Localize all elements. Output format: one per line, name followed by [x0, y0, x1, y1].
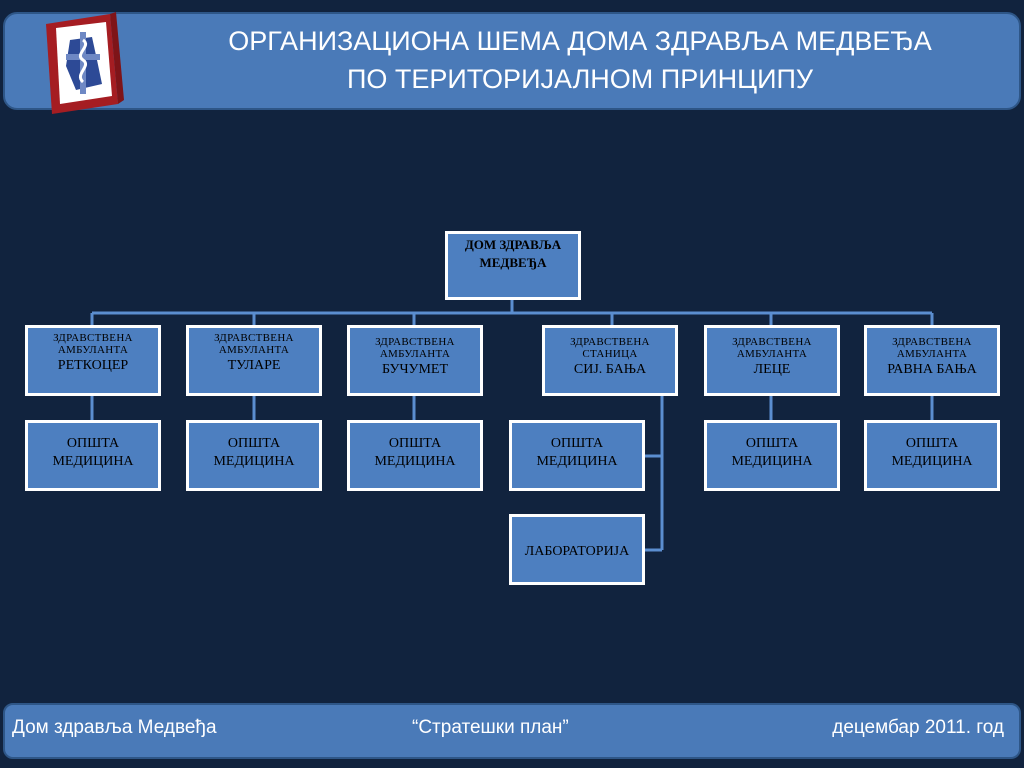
unit-type-line-1: ЗДРАВСТВЕНА	[732, 336, 812, 348]
footer-center-text: “Стратешки план”	[412, 717, 569, 738]
page-title: ОРГАНИЗАЦИОНА ШЕМА ДОМА ЗДРАВЉА МЕДВЕЂА …	[150, 22, 1010, 98]
root-line-1: ДОМ ЗДРАВЉА	[464, 237, 562, 252]
unit-box-buchumet: ЗДРАВСТВЕНА АМБУЛАНТА БУЧУМЕТ	[347, 325, 483, 396]
leaf-label: ОПШТА МЕДИЦИНА	[374, 436, 456, 469]
leaf-label: ОПШТА МЕДИЦИНА	[52, 436, 134, 469]
unit-box-tulare: ЗДРАВСТВЕНА АМБУЛАНТА ТУЛАРЕ	[186, 325, 322, 396]
title-banner	[3, 12, 1021, 110]
leaf-box-general-medicine-retkocer: ОПШТА МЕДИЦИНА	[25, 420, 161, 491]
leaf-box-general-medicine-buchumet: ОПШТА МЕДИЦИНА	[347, 420, 483, 491]
unit-box-sij-banja: ЗДРАВСТВЕНА СТАНИЦА СИЈ. БАЊА	[542, 325, 678, 396]
leaf-label: ЛАБОРАТОРИЈА	[524, 544, 630, 559]
unit-name: РАВНА БАЊА	[887, 362, 977, 377]
unit-type-line-2: АМБУЛАНТА	[736, 348, 808, 360]
unit-name: СИЈ. БАЊА	[573, 362, 647, 377]
unit-type-line-2: АМБУЛАНТА	[379, 348, 451, 360]
leaf-box-general-medicine-sij-banja: ОПШТА МЕДИЦИНА	[509, 420, 645, 491]
unit-type-line-1: ЗДРАВСТВЕНА	[53, 332, 133, 344]
unit-type-line-2: СТАНИЦА	[582, 348, 638, 360]
leaf-box-laboratory: ЛАБОРАТОРИЈА	[509, 514, 645, 585]
unit-name: РЕТКОЦЕР	[57, 358, 129, 373]
unit-box-ravna-banja: ЗДРАВСТВЕНА АМБУЛАНТА РАВНА БАЊА	[864, 325, 1000, 396]
leaf-label: ОПШТА МЕДИЦИНА	[891, 436, 973, 469]
footer-left-text: Дом здравља Медвеђа	[12, 717, 217, 738]
leaf-box-general-medicine-ravna-banja: ОПШТА МЕДИЦИНА	[864, 420, 1000, 491]
unit-type-line-1: ЗДРАВСТВЕНА	[892, 336, 972, 348]
unit-name: БУЧУМЕТ	[381, 362, 449, 377]
unit-name: ЛЕЦЕ	[753, 362, 791, 377]
unit-box-retkocer: ЗДРАВСТВЕНА АМБУЛАНТА РЕТКОЦЕР	[25, 325, 161, 396]
leaf-box-general-medicine-tulare: ОПШТА МЕДИЦИНА	[186, 420, 322, 491]
leaf-box-general-medicine-lece: ОПШТА МЕДИЦИНА	[704, 420, 840, 491]
leaf-label: ОПШТА МЕДИЦИНА	[536, 436, 618, 469]
unit-name: ТУЛАРЕ	[227, 358, 281, 373]
unit-type-line-1: ЗДРАВСТВЕНА	[214, 332, 294, 344]
title-line-2: ПО ТЕРИТОРИЈАЛНОМ ПРИНЦИПУ	[346, 64, 814, 94]
unit-type-line-2: АМБУЛАНТА	[896, 348, 968, 360]
root-box: ДОМ ЗДРАВЉА МЕДВЕЂА	[445, 231, 581, 300]
title-line-1: ОРГАНИЗАЦИОНА ШЕМА ДОМА ЗДРАВЉА МЕДВЕЂА	[228, 26, 932, 56]
leaf-label: ОПШТА МЕДИЦИНА	[731, 436, 813, 469]
footer-bar	[3, 703, 1021, 759]
unit-type-line-1: ЗДРАВСТВЕНА	[375, 336, 455, 348]
unit-type-line-2: АМБУЛАНТА	[57, 344, 129, 356]
leaf-label: ОПШТА МЕДИЦИНА	[213, 436, 295, 469]
footer-right-text: децембар 2011. год	[832, 717, 1004, 738]
unit-type-line-1: ЗДРАВСТВЕНА	[570, 336, 650, 348]
root-line-2: МЕДВЕЂА	[479, 255, 547, 270]
unit-box-lece: ЗДРАВСТВЕНА АМБУЛАНТА ЛЕЦЕ	[704, 325, 840, 396]
health-center-logo-icon	[40, 10, 124, 118]
unit-type-line-2: АМБУЛАНТА	[218, 344, 290, 356]
